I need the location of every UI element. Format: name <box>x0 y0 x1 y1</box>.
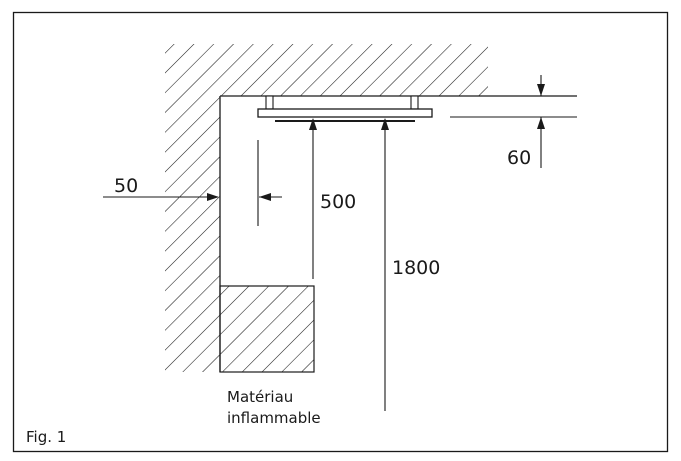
flammable-material-block <box>219 285 315 373</box>
figure-caption: Fig. 1 <box>26 428 66 446</box>
material-label-line1: Matériau <box>227 388 293 406</box>
figure-frame <box>12 11 669 453</box>
height-dimension-label: 60 <box>507 147 531 169</box>
side-clearance-dimension <box>103 140 282 226</box>
heater <box>257 95 433 122</box>
mount-height-label: 1800 <box>392 257 440 279</box>
material-clearance-dimension <box>309 118 317 279</box>
mount-height-dimension <box>381 118 389 411</box>
material-clearance-label: 500 <box>320 191 356 213</box>
material-label-line2: inflammable <box>227 409 321 427</box>
side-clearance-label: 50 <box>114 175 138 197</box>
height-dimension <box>450 75 577 168</box>
